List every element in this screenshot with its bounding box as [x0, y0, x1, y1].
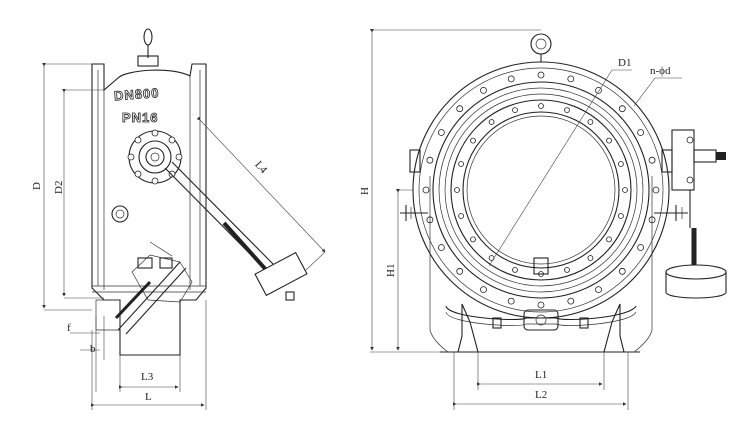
- dim-label-n-phi-d: n-ϕd: [650, 65, 671, 77]
- bolt-hole: [537, 71, 545, 79]
- casting-size-text: DN800: [114, 85, 160, 103]
- bolt-hole: [606, 236, 612, 243]
- side-valve-body: [91, 63, 207, 356]
- dim-label-H: H: [359, 187, 371, 195]
- bolt-hole: [437, 244, 445, 251]
- bolt-hole: [480, 87, 487, 94]
- casting-pressure-text: PN16: [122, 110, 159, 125]
- bolt-hole: [488, 255, 495, 261]
- bolt-hole: [458, 161, 465, 167]
- side-view: DN800 PN16: [31, 28, 326, 410]
- dim-label-L2: L2: [535, 389, 547, 401]
- bolt-hole: [587, 119, 594, 125]
- bolt-hole: [622, 187, 628, 193]
- bolt-hole: [470, 236, 476, 243]
- bolt-hole: [652, 186, 660, 194]
- bolt-hole: [618, 161, 624, 167]
- side-cylinder: [114, 241, 193, 335]
- d1-diameter-line: [488, 69, 613, 267]
- bolt-hole: [606, 137, 612, 144]
- left-handwheel: [400, 205, 428, 221]
- dim-label-f: f: [67, 322, 71, 334]
- bolt-hole: [488, 119, 495, 125]
- bolt-hole: [512, 107, 518, 113]
- front-view: D1 n-ϕd H H1 L1 L2: [359, 29, 727, 410]
- bolt-hole: [507, 297, 515, 305]
- bolt-hole: [458, 213, 465, 219]
- bolt-hole: [456, 267, 464, 275]
- bolt-hole: [587, 255, 594, 261]
- dim-label-b: b: [90, 343, 96, 355]
- dim-label-L3: L3: [141, 371, 154, 383]
- side-shaft-hub: [127, 129, 183, 185]
- inner-bolt-holes: [454, 103, 628, 277]
- side-lever-arm: [164, 161, 308, 301]
- dim-label-L: L: [145, 391, 152, 403]
- bolt-hole: [637, 129, 644, 136]
- side-lifting-eye: [137, 28, 159, 67]
- bolt-hole: [507, 75, 515, 83]
- bolt-hole: [454, 187, 460, 193]
- disc: [462, 111, 620, 269]
- bolt-hole: [437, 129, 445, 136]
- front-lifting-eye: [530, 33, 552, 62]
- bolt-hole: [422, 186, 430, 194]
- bolt-hole: [538, 103, 544, 109]
- dim-label-H1: H1: [385, 264, 397, 277]
- dim-label-L1: L1: [535, 369, 547, 381]
- bolt-hole: [564, 107, 570, 113]
- bolt-hole: [567, 297, 575, 305]
- bolt-hole: [537, 301, 545, 309]
- dim-label-L4: L4: [252, 159, 269, 176]
- side-dim-lines: [42, 63, 326, 410]
- bolt-hole: [470, 137, 476, 144]
- bolt-hole: [564, 266, 570, 273]
- bolt-hole: [512, 266, 518, 273]
- bolt-hole: [567, 75, 575, 83]
- bolt-hole: [426, 156, 434, 164]
- dim-label-D1: D1: [618, 57, 631, 69]
- support-legs: [429, 176, 653, 353]
- bolt-hole: [618, 213, 624, 219]
- dim-label-D2: D2: [53, 181, 65, 194]
- bolt-hole: [618, 105, 626, 113]
- right-handwheel: [654, 205, 688, 221]
- bottom-assembly: [445, 257, 637, 331]
- bolt-hole: [595, 286, 602, 294]
- bolt-hole: [648, 156, 656, 164]
- counterweight: [665, 129, 727, 299]
- bolt-hole: [480, 286, 487, 294]
- bolt-hole: [456, 105, 464, 113]
- bolt-hole: [618, 267, 626, 275]
- inner-bolt-ring: [450, 99, 632, 281]
- side-gauge: [111, 205, 129, 223]
- dim-label-D: D: [31, 182, 43, 190]
- bolt-hole: [637, 244, 644, 251]
